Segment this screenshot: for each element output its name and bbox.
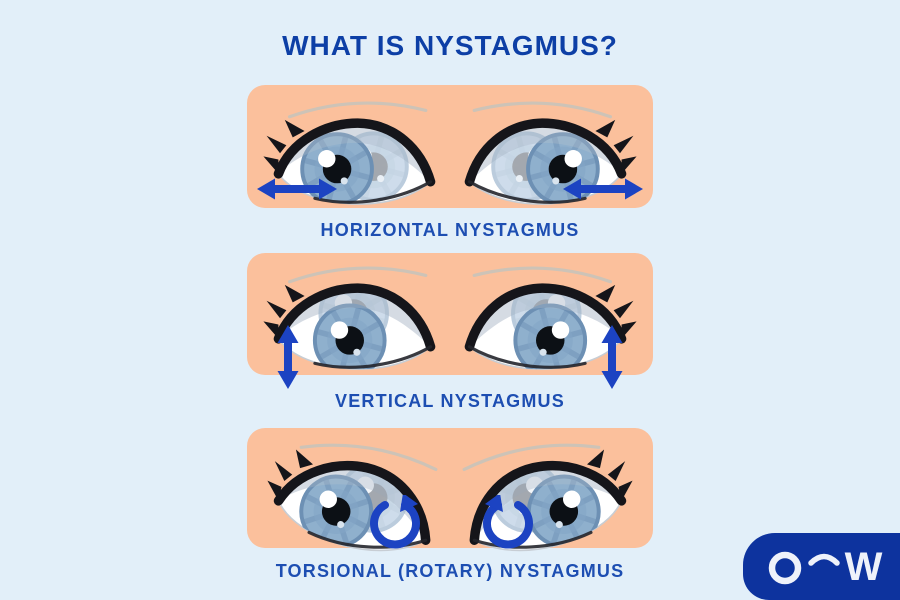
caption-torsional-nystagmus: TORSIONAL (ROTARY) NYSTAGMUS xyxy=(275,561,625,581)
page-title: WHAT IS NYSTAGMUS? xyxy=(282,30,618,61)
left-eye-illustration xyxy=(263,258,442,380)
eye-graphic xyxy=(458,93,637,215)
panel-horizontal-nystagmus xyxy=(247,85,653,208)
vertical-double-arrow-icon xyxy=(277,325,299,389)
right-eye-illustration xyxy=(458,436,633,558)
rotary-circular-arrow-icon xyxy=(370,495,420,549)
eye-graphic xyxy=(458,436,633,558)
horizontal-double-arrow-icon xyxy=(257,178,337,200)
right-eye-illustration xyxy=(458,93,637,215)
caption-vertical-nystagmus: VERTICAL NYSTAGMUS xyxy=(335,391,565,411)
vertical-double-arrow-icon xyxy=(601,325,623,389)
left-eye-illustration xyxy=(263,93,442,215)
eye-graphic xyxy=(267,436,442,558)
brand-logo: W xyxy=(743,533,900,600)
right-eye-illustration xyxy=(458,258,637,380)
panel-vertical-nystagmus xyxy=(247,253,653,389)
logo-o-circle-icon xyxy=(768,551,801,584)
eye-graphic xyxy=(458,258,637,380)
panel-torsional-nystagmus xyxy=(247,428,653,552)
logo-letter-w: W xyxy=(844,544,883,589)
caption-horizontal-nystagmus: HORIZONTAL NYSTAGMUS xyxy=(320,220,580,240)
arc-eyebrow-icon xyxy=(807,553,840,566)
eye-graphic xyxy=(263,93,442,215)
rotary-circular-arrow-icon xyxy=(483,495,533,549)
horizontal-double-arrow-icon xyxy=(563,178,643,200)
eye-graphic xyxy=(263,258,442,380)
left-eye-illustration xyxy=(267,436,442,558)
